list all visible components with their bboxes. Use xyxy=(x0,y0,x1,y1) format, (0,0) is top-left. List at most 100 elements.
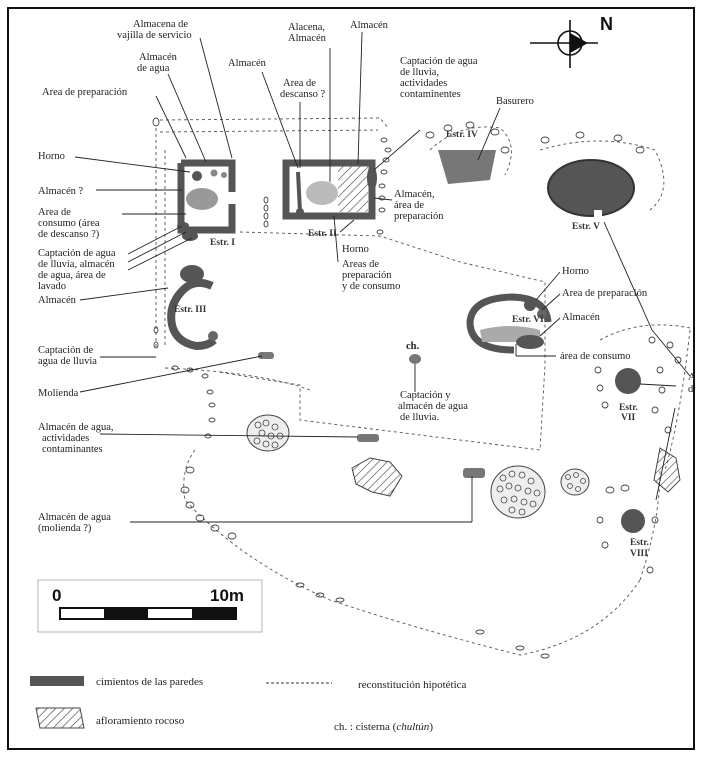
label-captacion-cisterna-2: almacén de agua xyxy=(398,401,468,412)
stone-scatter xyxy=(152,117,682,659)
water-storage-feature xyxy=(357,434,379,442)
label-area-consumo-right: área de consumo xyxy=(560,351,631,362)
label-almacen-agua-2: de agua xyxy=(137,63,170,74)
structure-8-label-a: Estr. xyxy=(630,538,649,548)
label-area-descanso-2: descanso ? xyxy=(280,89,326,100)
stone-piles xyxy=(246,414,590,519)
label-areas-prep-1: Areas de xyxy=(342,259,379,270)
legend-cistern-prefix: ch. : cisterna ( xyxy=(334,721,397,733)
label-agua-contam-1: Almacén de agua, xyxy=(38,422,114,433)
label-area-descanso-1: Area de xyxy=(283,78,316,89)
label-agua-contam-2: actividades xyxy=(42,433,89,444)
structure-1-label: Estr. I xyxy=(210,238,235,248)
label-captacion-left-1: Captación de xyxy=(38,345,93,356)
structure-7: Estr. VII xyxy=(615,368,641,423)
label-almacen-left: Almacén xyxy=(38,295,77,306)
label-areas-prep-3: y de consumo xyxy=(342,281,400,292)
label-basurero: Basurero xyxy=(496,96,534,107)
label-captacion-left-2: agua de lluvia xyxy=(38,356,97,367)
north-label: N xyxy=(600,14,613,34)
legend-cistern-suffix: ) xyxy=(429,721,433,733)
label-almacen-prep-3: preparación xyxy=(394,211,444,222)
label-molienda: Molienda xyxy=(38,388,79,399)
label-almacen-agua-1: Almacén xyxy=(139,52,178,63)
scale-max-label: 10m xyxy=(210,586,244,605)
water-storage-feature-2 xyxy=(463,468,485,478)
legend: cimientos de las paredes reconstitución … xyxy=(30,676,467,733)
label-area-consumo-1: Area de xyxy=(38,207,71,218)
structure-7-label-a: Estr. xyxy=(619,403,638,413)
legend-walls-swatch xyxy=(30,676,84,686)
structure-3-label: Estr. III xyxy=(174,305,207,315)
label-almacena-vajilla-2: vajilla de servicio xyxy=(117,30,192,41)
structure-1: Estr. I xyxy=(177,159,236,248)
label-captacion-cisterna-3: de lluvia. xyxy=(400,412,439,423)
structure-5: Estr. V xyxy=(547,159,635,232)
label-agua-contam-3: contaminantes xyxy=(42,444,103,455)
structure-6-label: Estr. VI xyxy=(512,315,544,325)
label-clipped-d: d xyxy=(688,384,694,395)
scale-bar: 0 10m xyxy=(37,579,263,633)
label-areas-prep-2: preparación xyxy=(342,270,392,281)
label-captacion-multi-1: Captación de agua xyxy=(38,248,116,259)
leader-lines xyxy=(74,31,691,523)
structure-7-label-b: VII xyxy=(621,413,636,423)
oven-feature xyxy=(192,171,202,181)
label-captacion-multi-4: lavado xyxy=(38,281,66,292)
label-horno-right: Horno xyxy=(562,266,589,277)
compass-arrowhead-icon xyxy=(570,33,588,53)
legend-hypo-label: reconstitución hipotética xyxy=(358,679,467,691)
label-almacen-top-mid: Almacén xyxy=(228,58,267,69)
structure-8: Estr. VIII xyxy=(621,509,649,559)
label-captacion-contam-1: Captación de agua xyxy=(400,56,478,67)
label-captacion-contam-4: contaminentes xyxy=(400,89,461,100)
map-frame xyxy=(7,7,695,750)
label-almacen-top-right: Almacén xyxy=(350,20,389,31)
structure-6: Estr. VI xyxy=(466,293,552,354)
structure-3: Estr. III xyxy=(167,265,218,351)
annotation-labels: Almacena de vajilla de servicio Almacén … xyxy=(38,19,696,534)
label-horno-mid: Horno xyxy=(342,244,369,255)
label-alacena-1: Alacena, xyxy=(288,22,325,33)
legend-walls-label: cimientos de las paredes xyxy=(96,676,203,688)
label-almacen-prep-1: Almacén, xyxy=(394,189,435,200)
legend-cistern-term: chultún xyxy=(396,721,429,733)
label-almacena-vajilla-1: Almacena de xyxy=(133,19,188,30)
structure-2-label: Estr. II xyxy=(308,229,337,239)
chultun-cistern xyxy=(409,354,421,364)
small-features xyxy=(258,352,485,478)
label-horno-left: Horno xyxy=(38,151,65,162)
label-captacion-cisterna-1: Captación y xyxy=(400,390,451,401)
legend-rock-label: afloramiento rocoso xyxy=(96,715,185,727)
label-captacion-multi-2: de lluvia, almacén xyxy=(38,259,115,270)
label-agua-molienda-1: Almacén de agua xyxy=(38,512,111,523)
label-captacion-contam-2: de lluvia, xyxy=(400,67,439,78)
label-agua-molienda-2: (molienda ?) xyxy=(38,523,92,534)
label-area-prep-right: Area de preparación xyxy=(562,288,648,299)
rock-outcrops xyxy=(351,447,681,497)
rock-outcrop xyxy=(338,166,368,212)
molienda-feature xyxy=(258,352,274,359)
structure-4: Estr. IV xyxy=(438,130,496,184)
legend-rock-swatch xyxy=(35,707,85,729)
north-arrow: N xyxy=(530,14,626,68)
label-captacion-multi-3: de agua, área de xyxy=(38,270,106,281)
label-almacen-q: Almacén ? xyxy=(38,186,84,197)
label-area-preparacion: Area de preparación xyxy=(42,87,128,98)
label-alacena-2: Almacén xyxy=(288,33,327,44)
structure-5-label: Estr. V xyxy=(572,222,600,232)
label-almacen-prep-2: área de xyxy=(394,200,424,211)
stone-pile-texture xyxy=(253,419,586,516)
label-clipped-a: A xyxy=(688,372,696,383)
label-ch: ch. xyxy=(406,341,420,352)
gray-area xyxy=(186,188,218,210)
label-almacen-right: Almacén xyxy=(562,312,601,323)
structure-2: Estr. II xyxy=(282,159,377,239)
label-area-consumo-2: consumo (área xyxy=(38,218,100,229)
structure-8-label-b: VIII xyxy=(630,549,648,559)
label-area-consumo-3: de descanso ?) xyxy=(38,229,100,240)
scale-min-label: 0 xyxy=(52,586,61,605)
label-captacion-contam-3: actividades xyxy=(400,78,447,89)
structure-4-label: Estr. IV xyxy=(446,130,478,140)
